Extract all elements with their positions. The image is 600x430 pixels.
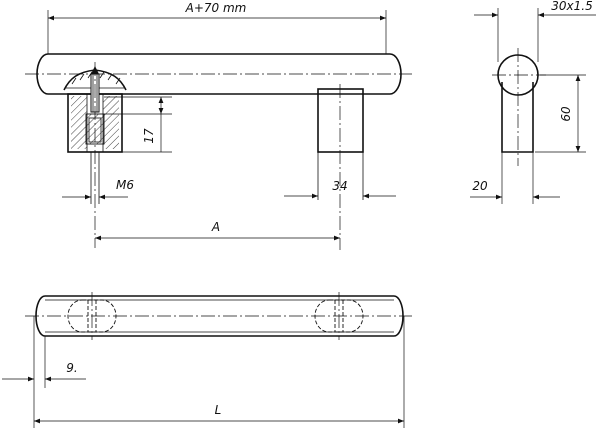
- dim-end-offset: 9.: [2, 316, 86, 428]
- front-handle-bar: [36, 53, 402, 95]
- dim-post-depth-label: 20: [472, 179, 488, 193]
- dim-overall-top: A+70 mm: [47, 1, 387, 54]
- dim-post-width-label: 34: [332, 179, 347, 193]
- top-handle-bar: [35, 295, 404, 337]
- top-view: 9. L: [2, 292, 412, 428]
- dim-screw-depth-label: 17: [142, 128, 156, 144]
- dim-hole-spacing: A: [95, 220, 340, 241]
- dim-post-width: 34: [284, 179, 396, 199]
- dim-height: 60: [535, 74, 586, 153]
- dim-screw-depth: 17: [104, 96, 172, 153]
- dim-length: L: [34, 316, 405, 428]
- side-view: 30x1.5 60 20: [470, 0, 596, 204]
- dim-end-offset-label: 9.: [66, 361, 77, 375]
- dim-tube-label: 30x1.5: [551, 0, 592, 13]
- dim-thread: M6: [62, 178, 134, 200]
- dim-hole-spacing-label: A: [211, 220, 220, 234]
- dim-tube: 30x1.5: [474, 0, 596, 62]
- front-view: A+70 mm 17 M6 34 A: [25, 1, 412, 250]
- dim-post-depth: 20: [470, 152, 560, 204]
- dim-overall-top-label: A+70 mm: [185, 1, 247, 15]
- left-post-section: [63, 62, 127, 248]
- dim-length-label: L: [215, 403, 222, 417]
- dim-height-label: 60: [559, 106, 573, 122]
- right-post: [317, 84, 364, 250]
- dim-thread-label: M6: [116, 178, 134, 192]
